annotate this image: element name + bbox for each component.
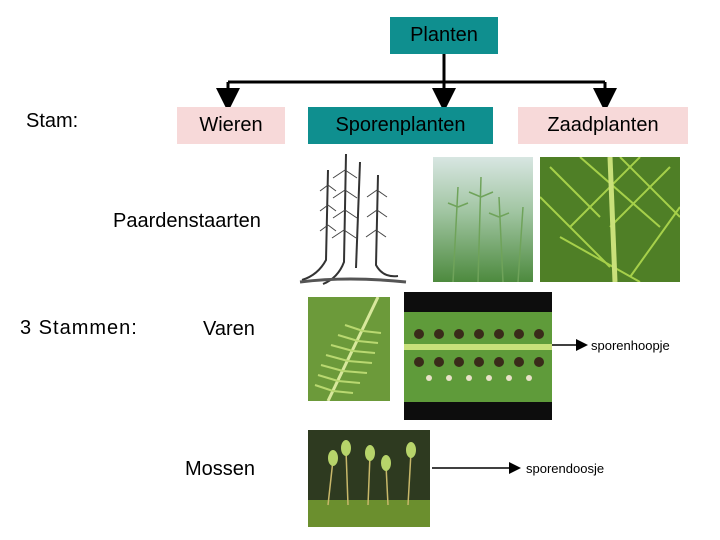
wieren-label: Wieren <box>199 114 263 136</box>
paardenstaarten-label: Paardenstaarten <box>113 210 261 232</box>
mossen-label: Mossen <box>185 458 256 480</box>
sorus-photo <box>404 292 552 420</box>
stammen-label: 3 Stammen: <box>20 317 138 339</box>
zaadplanten-label: Zaadplanten <box>547 114 659 136</box>
horsetail-photo-1 <box>433 157 533 282</box>
moss-photo <box>308 430 430 527</box>
zaadplanten-box: Zaadplanten <box>518 107 688 144</box>
wieren-box: Wieren <box>177 107 285 144</box>
fern-photo <box>308 297 390 401</box>
planten-box: Planten <box>390 17 498 54</box>
stam-label: Stam: <box>26 110 79 132</box>
sporendoosje-label: sporendoosje <box>526 461 605 476</box>
horsetail-photo-2 <box>540 157 680 282</box>
sporenplanten-box: Sporenplanten <box>308 107 493 144</box>
sporenplanten-label: Sporenplanten <box>335 114 466 136</box>
varen-label: Varen <box>203 318 255 340</box>
planten-label: Planten <box>410 24 478 46</box>
sporenhoopje-label: sporenhoopje <box>591 338 670 353</box>
horsetail-drawing <box>298 150 408 288</box>
